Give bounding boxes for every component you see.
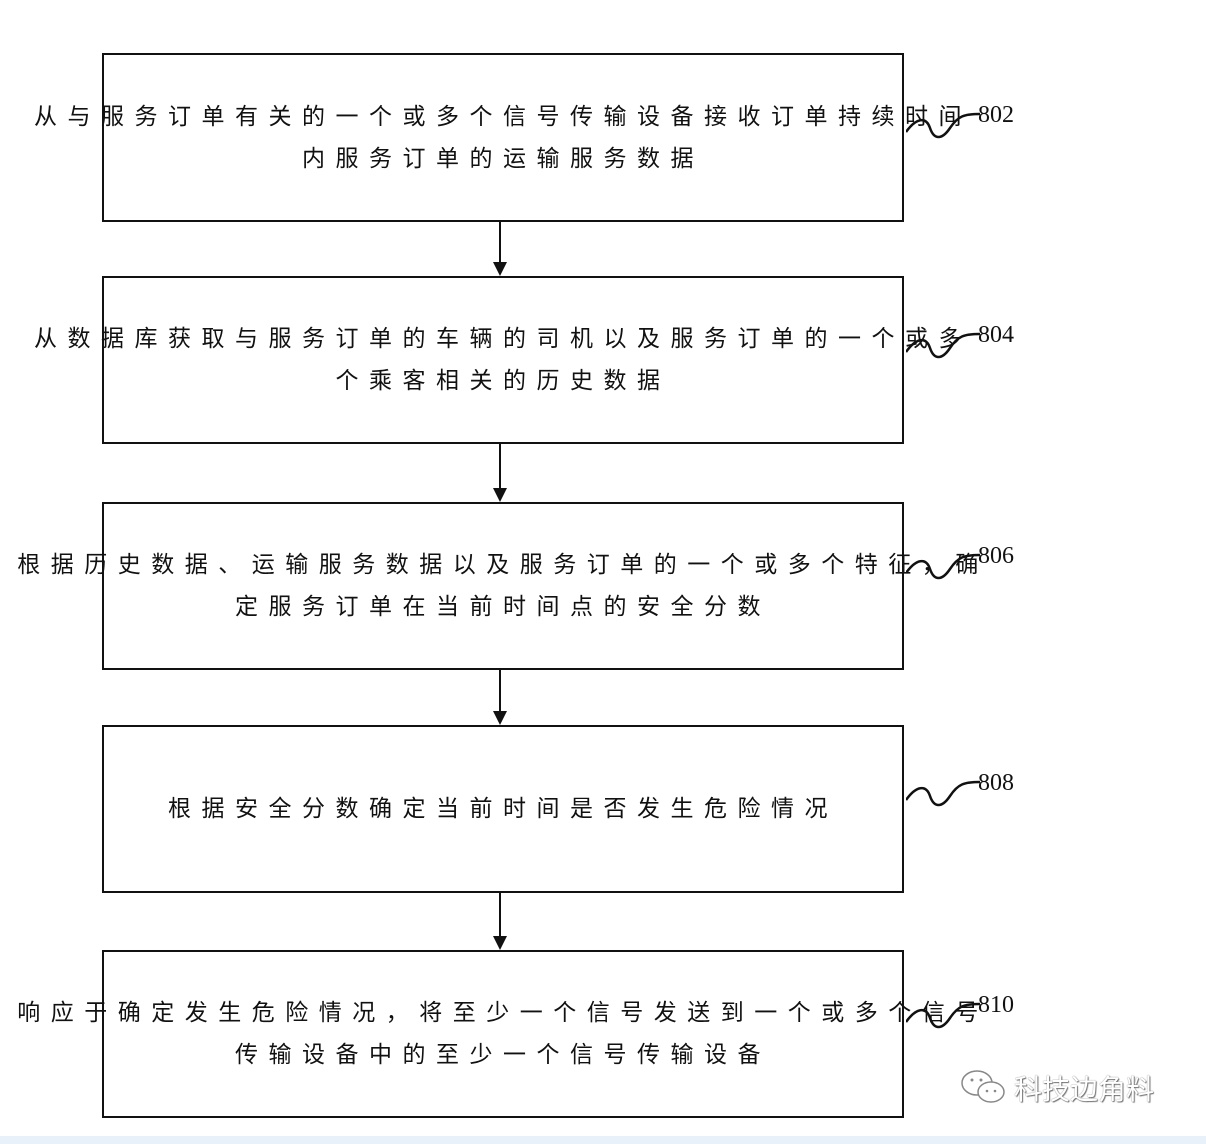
- wechat-icon: [961, 1070, 1005, 1103]
- step-text: 响应于确定发生危险情况，将至少一个信号发送到一个或多个信号: [17, 1000, 989, 1026]
- reference-leader-810: [906, 1002, 981, 1029]
- step-ref-808: 808: [978, 770, 1014, 796]
- flow-arrow: [493, 893, 507, 950]
- watermark: 科技边角料: [960, 1068, 1154, 1108]
- flow-arrow: [493, 222, 507, 276]
- reference-leader-806: [906, 553, 981, 580]
- step-box-806: 根据历史数据、运输服务数据以及服务订单的一个或多个特征，确 定服务订单在当前时间…: [17, 502, 978, 670]
- reference-leader-804: [906, 332, 981, 359]
- watermark-text: 科技边角料: [1014, 1073, 1155, 1106]
- step-text: 传输设备中的至少一个信号传输设备: [235, 1042, 771, 1068]
- step-ref-806: 806: [978, 543, 1014, 569]
- step-box-808: 根据安全分数确定当前时间是否发生危险情况: [102, 725, 904, 893]
- flow-arrow: [493, 444, 507, 502]
- reference-leader-808: [906, 780, 981, 807]
- step-box-804: 从数据库获取与服务订单的车辆的司机以及服务订单的一个或多 个乘客相关的历史数据: [34, 276, 962, 444]
- reference-leader-802: [906, 112, 981, 139]
- flow-arrow: [493, 670, 507, 725]
- step-box-802: 从与服务订单有关的一个或多个信号传输设备接收订单持续时间 内服务订单的运输服务数…: [34, 53, 962, 222]
- step-ref-810: 810: [978, 992, 1014, 1018]
- step-ref-802: 802: [978, 102, 1014, 128]
- step-box-810: 响应于确定发生危险情况，将至少一个信号发送到一个或多个信号 传输设备中的至少一个…: [17, 950, 978, 1118]
- step-ref-804: 804: [978, 322, 1014, 348]
- step-text: 从与服务订单有关的一个或多个信号传输设备接收订单持续时间: [34, 103, 972, 130]
- step-text: 定服务订单在当前时间点的安全分数: [235, 594, 771, 620]
- bottom-strip: [0, 1136, 1206, 1144]
- step-text: 根据历史数据、运输服务数据以及服务订单的一个或多个特征，确: [17, 552, 989, 578]
- step-text: 内服务订单的运输服务数据: [302, 145, 704, 172]
- step-text: 个乘客相关的历史数据: [335, 368, 671, 394]
- step-text: 从数据库获取与服务订单的车辆的司机以及服务订单的一个或多: [34, 326, 972, 352]
- step-text: 根据安全分数确定当前时间是否发生危险情况: [168, 796, 838, 822]
